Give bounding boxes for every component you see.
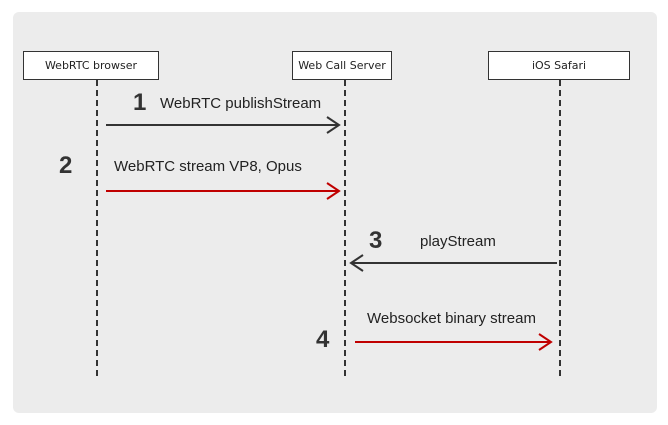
step-number: 4 [316, 326, 330, 353]
participant-label: WebRTC browser [44, 59, 138, 72]
participant-web-call-server: Web Call Server [292, 51, 392, 80]
step-number: 3 [369, 227, 383, 254]
arrow-webrtc-stream [106, 182, 341, 200]
participant-webrtc-browser: WebRTC browser [23, 51, 159, 80]
arrow-publish-stream [106, 116, 341, 134]
lifeline-webrtc-browser [96, 80, 98, 376]
step-number: 2 [59, 152, 73, 179]
message-label: WebRTC publishStream [160, 95, 322, 112]
arrow-play-stream [349, 254, 557, 272]
message-label: WebRTC stream VP8, Opus [114, 158, 302, 175]
participant-ios-safari: iOS Safari [488, 51, 630, 80]
participant-label: Web Call Server [298, 59, 386, 72]
lifeline-ios-safari [559, 80, 561, 376]
step-number: 1 [133, 89, 147, 116]
lifeline-web-call-server [344, 80, 346, 376]
message-label: Websocket binary stream [367, 310, 536, 327]
message-label: playStream [420, 233, 496, 250]
participant-label: iOS Safari [531, 59, 587, 72]
arrow-websocket-stream [355, 333, 553, 351]
